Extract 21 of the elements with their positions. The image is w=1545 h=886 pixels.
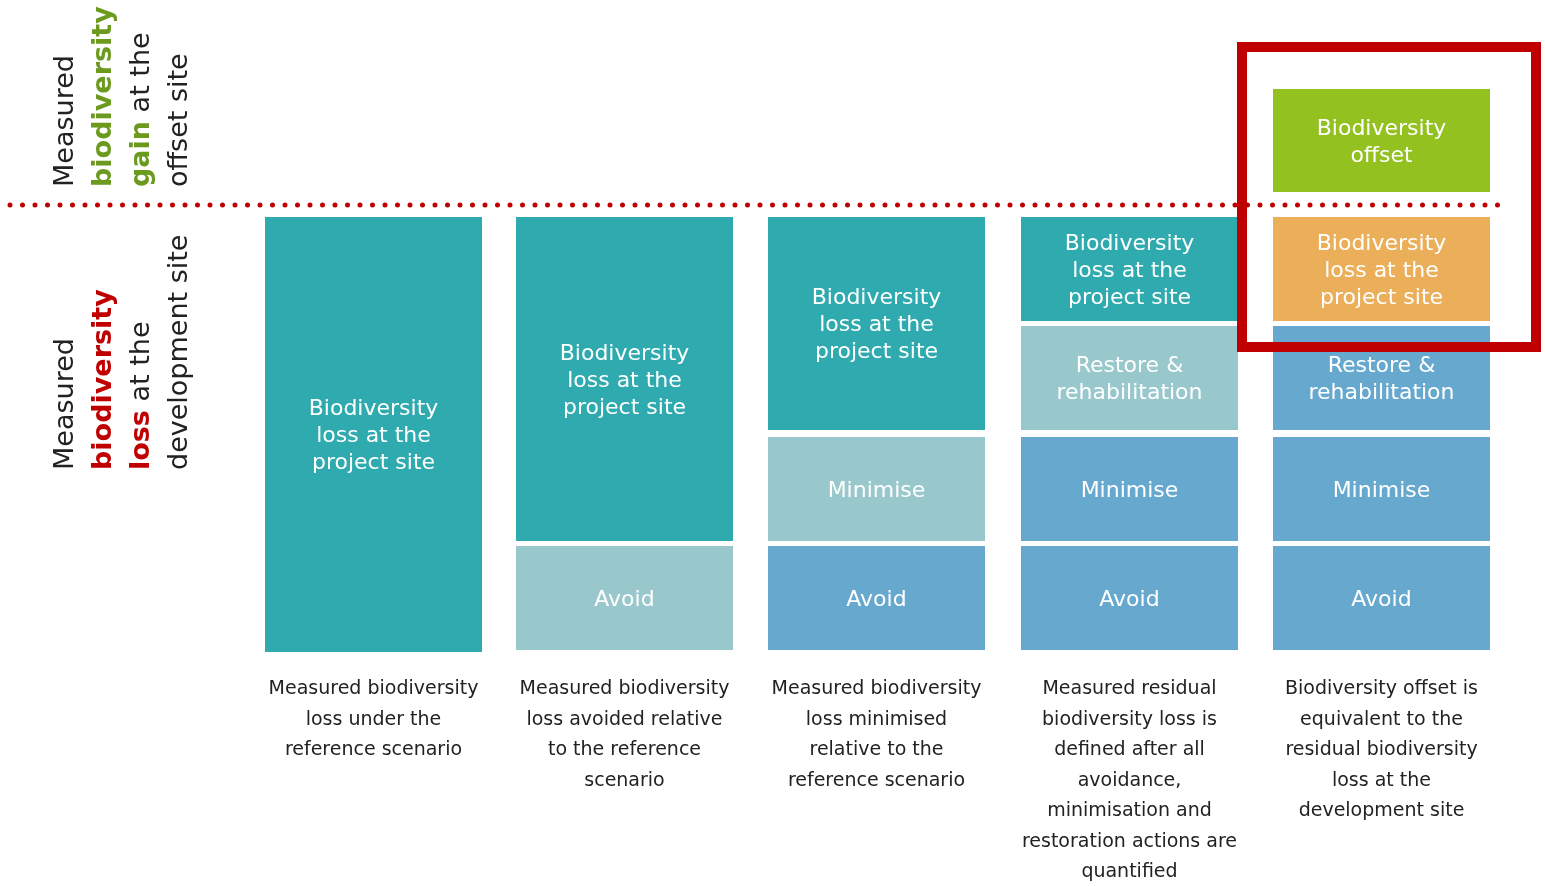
stacked-block: Biodiversity offset [1273,89,1490,192]
stacked-block: Avoid [1021,546,1238,650]
column-caption: Measured biodiversity loss under the reference scenario [267,675,480,761]
stacked-block: Biodiversity loss at the project site [1273,217,1490,321]
column-caption: Measured residual biodiversity loss is defined after all avoidance, minimisation and restoration actions are quantified [1021,675,1238,883]
column-caption: Biodiversity offset is equivalent to the residual biodiversity loss at the development site [1284,675,1479,822]
stacked-block: Biodiversity loss at the project site [768,217,985,430]
stacked-block: Restore & rehabilitation [1021,326,1238,430]
stacked-block: Restore & rehabilitation [1273,326,1490,430]
stacked-block: Biodiversity loss at the project site [1021,217,1238,321]
stacked-block: Avoid [768,546,985,650]
stacked-block: Biodiversity loss at the project site [516,217,733,541]
highlight-frame [1237,42,1541,352]
column-caption: Measured biodiversity loss minimised relative to the reference scenario [770,675,983,792]
stacked-block: Minimise [1021,437,1238,541]
column-caption: Measured biodiversity loss avoided relative to the reference scenario [518,675,731,792]
stacked-block: Minimise [1273,437,1490,541]
stacked-block: Minimise [768,437,985,541]
stacked-block: Avoid [516,546,733,650]
stacked-block: Biodiversity loss at the project site [265,217,482,652]
stacked-block: Avoid [1273,546,1490,650]
